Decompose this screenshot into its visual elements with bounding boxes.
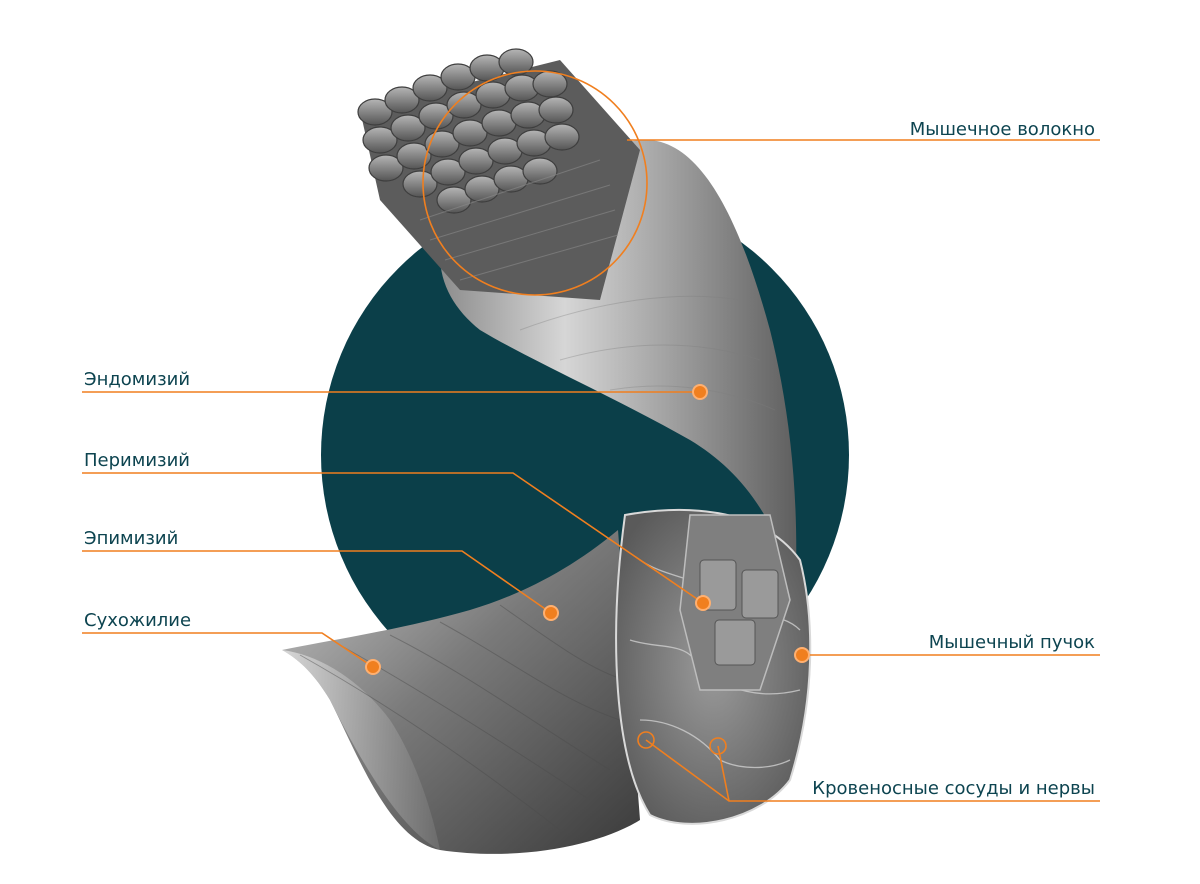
label-perimysium: Перимизий [84,450,190,471]
muscle-bundle-dot [794,647,810,663]
perimysium-leader [82,472,704,604]
epimysium-dot [543,605,559,621]
callout-dots [365,384,810,675]
label-tendon: Сухожилие [84,610,191,631]
callouts [82,70,1100,802]
tendon-highlight [282,650,440,850]
endomysium-dot [692,384,708,400]
muscle-fiber-callout-ring [422,70,648,296]
label-muscle-fiber: Мышечное волокно [910,119,1095,140]
vessel-ring-1 [637,731,655,749]
label-muscle-bundle: Мышечный пучок [929,632,1095,653]
label-epimysium: Эпимизий [84,528,178,549]
myofibril-bundle [357,48,640,300]
epimysium-leader [82,550,552,614]
tendon-dot [365,659,381,675]
muscle-cross-section [615,508,812,825]
perimysium-dot [695,595,711,611]
label-vessels-nerves: Кровеносные сосуды и нервы [812,778,1095,799]
vessels-leader-2 [717,745,730,802]
label-endomysium: Эндомизий [84,369,190,390]
tendon-leader [82,632,374,668]
vessel-ring-2 [709,737,727,755]
